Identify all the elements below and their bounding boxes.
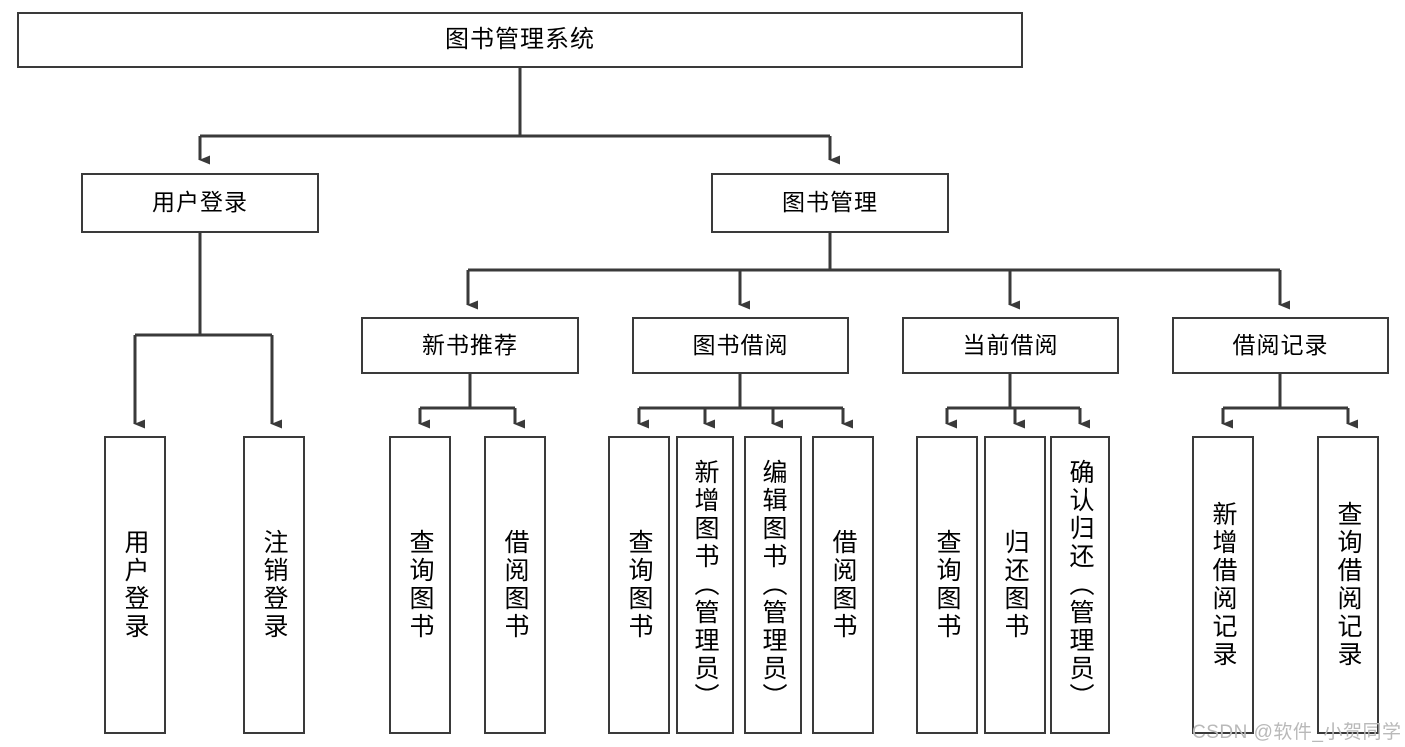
leaf-label: 查询图书 [406, 529, 434, 641]
leaf-node[interactable]: 查询图书 [389, 436, 451, 734]
leaf-node[interactable]: 注销登录 [243, 436, 305, 734]
leaf-node[interactable]: 新增借阅记录 [1192, 436, 1254, 734]
node-book-management-label: 图书管理 [782, 189, 878, 216]
leaf-node[interactable]: 借阅图书 [484, 436, 546, 734]
node-new-book-recommend[interactable]: 新书推荐 [361, 317, 579, 374]
leaf-node[interactable]: 借阅图书 [812, 436, 874, 734]
node-current-borrow[interactable]: 当前借阅 [902, 317, 1119, 374]
node-root-label: 图书管理系统 [445, 25, 595, 53]
node-user-login[interactable]: 用户登录 [81, 173, 319, 233]
leaf-label: 新增图书（管理员） [691, 459, 719, 711]
node-borrow-record-label: 借阅记录 [1232, 331, 1329, 358]
leaf-node[interactable]: 查询图书 [916, 436, 978, 734]
leaf-label: 借阅图书 [829, 529, 857, 641]
node-book-borrow-label: 图书借阅 [692, 331, 789, 358]
node-user-login-label: 用户登录 [152, 189, 248, 216]
leaf-node[interactable]: 查询借阅记录 [1317, 436, 1379, 734]
node-root[interactable]: 图书管理系统 [17, 12, 1023, 68]
leaf-label: 归还图书 [1001, 529, 1029, 641]
leaf-label: 用户登录 [121, 529, 149, 641]
watermark-text: CSDN @软件_小贺同学 [1192, 717, 1401, 744]
leaf-label: 注销登录 [260, 529, 288, 641]
leaf-node[interactable]: 查询图书 [608, 436, 670, 734]
leaf-label: 查询借阅记录 [1334, 501, 1362, 669]
leaf-node[interactable]: 确认归还（管理员） [1050, 436, 1110, 734]
leaf-label: 新增借阅记录 [1209, 501, 1237, 669]
leaf-label: 查询图书 [625, 529, 653, 641]
node-book-borrow[interactable]: 图书借阅 [632, 317, 849, 374]
node-borrow-record[interactable]: 借阅记录 [1172, 317, 1389, 374]
leaf-label: 确认归还（管理员） [1066, 459, 1094, 711]
leaf-label: 编辑图书（管理员） [759, 459, 787, 711]
leaf-label: 查询图书 [933, 529, 961, 641]
leaf-node[interactable]: 归还图书 [984, 436, 1046, 734]
node-book-management[interactable]: 图书管理 [711, 173, 949, 233]
node-current-borrow-label: 当前借阅 [962, 331, 1059, 358]
leaf-node[interactable]: 编辑图书（管理员） [744, 436, 802, 734]
watermark-label: CSDN @软件_小贺同学 [1192, 722, 1402, 743]
leaf-node[interactable]: 用户登录 [104, 436, 166, 734]
leaf-node[interactable]: 新增图书（管理员） [676, 436, 734, 734]
node-new-book-recommend-label: 新书推荐 [422, 331, 518, 358]
leaf-label: 借阅图书 [501, 529, 529, 641]
